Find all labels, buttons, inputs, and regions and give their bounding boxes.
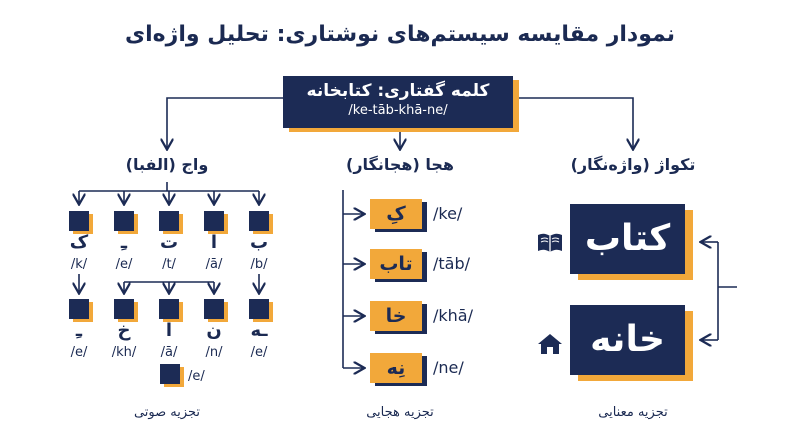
phoneme-sound: /e/ — [250, 345, 268, 360]
syllable-sound: /ne/ — [433, 358, 464, 377]
phoneme-square — [114, 211, 138, 234]
phoneme-square — [249, 211, 273, 234]
phoneme-sound: /kh/ — [111, 345, 137, 360]
root-word-box: کلمه گفتاری: کتابخانه /ke-tāb-khā-ne/ — [283, 76, 519, 132]
phoneme-glyph: ـِ — [75, 320, 83, 341]
phoneme-glyph: ن — [206, 320, 222, 341]
root-transcription: /ke-tāb-khā-ne/ — [348, 103, 448, 118]
phoneme-sound: /e/ — [70, 345, 88, 360]
phoneme-glyph: ا — [165, 320, 173, 341]
syllable-text: کِ — [370, 199, 422, 229]
phonetic-header: واج (الفبا) — [125, 155, 209, 174]
phoneme-sound: /b/ — [250, 257, 268, 272]
phoneme-square — [204, 211, 228, 234]
phoneme-square — [69, 211, 93, 234]
morpheme-text: خانه — [570, 305, 685, 375]
morpheme-text: کتاب — [570, 204, 685, 274]
page-title: نمودار مقایسه سیستم‌های نوشتاری: تحلیل و… — [124, 22, 676, 47]
syllable-text: خا — [370, 301, 422, 331]
morpheme-box-2: خانه — [570, 305, 693, 381]
syllable-sound: /ke/ — [433, 204, 463, 223]
phoneme-sound: /ā/ — [205, 257, 223, 272]
phoneme-square — [249, 299, 273, 322]
phoneme-square — [114, 299, 138, 322]
phoneme-glyph: ـه — [250, 320, 268, 341]
phoneme-glyph: خ — [117, 320, 131, 341]
phoneme-sound-extra: /e/ — [188, 369, 205, 384]
phoneme-square — [159, 211, 183, 234]
syllable-text: تاب — [370, 249, 422, 279]
phoneme-sound: /ā/ — [160, 345, 178, 360]
semantic-header: تکواژ (واژه‌نگار) — [570, 155, 696, 174]
phoneme-sound: /t/ — [162, 257, 176, 272]
root-word: کلمه گفتاری: کتابخانه — [306, 81, 490, 101]
house-icon — [538, 334, 562, 354]
phoneme-square — [204, 299, 228, 322]
phoneme-glyph: ت — [159, 232, 179, 253]
syllable-sound: /khā/ — [433, 306, 473, 325]
phoneme-sound: /k/ — [70, 257, 88, 272]
phoneme-square — [159, 299, 183, 322]
phoneme-glyph: ـِ — [120, 232, 128, 253]
morpheme-box-1: کتاب — [570, 204, 693, 280]
phoneme-square — [69, 299, 93, 322]
syllable-sound: /tāb/ — [433, 254, 471, 273]
syllable-box: تاب — [370, 249, 427, 282]
syllable-box: خا — [370, 301, 427, 334]
phoneme-glyph: ک — [69, 232, 89, 253]
phonetic-footer: تجزیه صوتی — [133, 405, 201, 420]
semantic-footer: تجزیه معنایی — [598, 405, 668, 420]
phoneme-glyph: ب — [249, 232, 269, 253]
phoneme-square-extra — [160, 364, 184, 387]
book-icon — [538, 233, 562, 252]
syllable-box: نِه — [370, 353, 427, 386]
phoneme-glyph: ا — [210, 232, 218, 253]
syllable-box: کِ — [370, 199, 427, 232]
phoneme-sound: /n/ — [205, 345, 223, 360]
syllabic-footer: تجزیه هجایی — [366, 405, 434, 420]
syllable-text: نِه — [370, 353, 422, 383]
phoneme-sound: /e/ — [115, 257, 133, 272]
syllabic-header: هجا (هجانگار) — [346, 155, 454, 174]
